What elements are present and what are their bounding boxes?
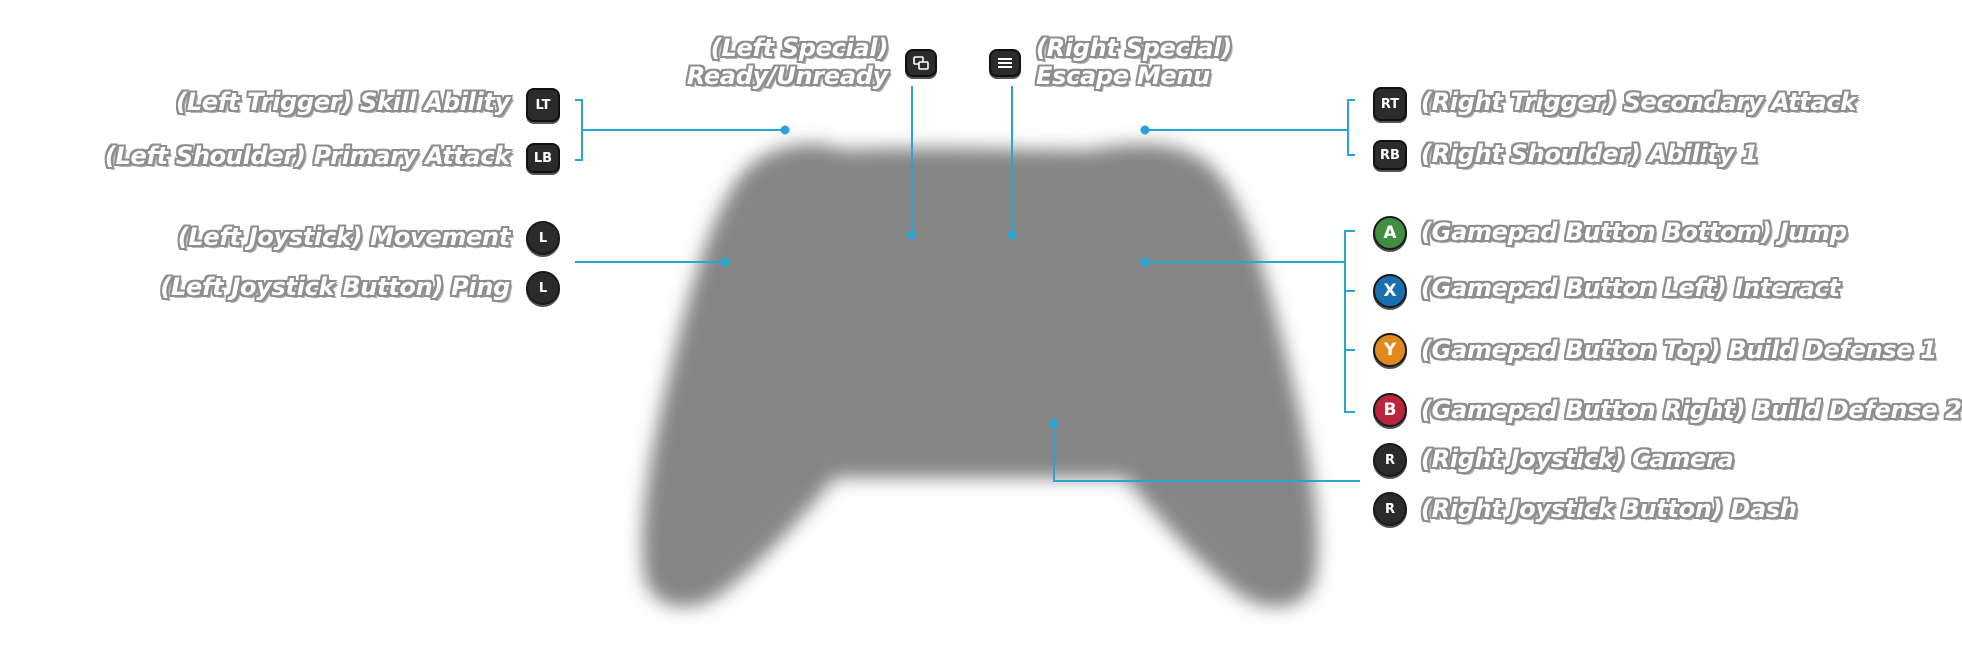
controller-illustration: [575, 86, 1360, 608]
y-button-icon: Y: [1373, 333, 1407, 367]
left-stick-click-icon: L: [526, 271, 560, 305]
menu-icon: [989, 49, 1021, 77]
left-special-label-line2: Ready/Unready: [686, 62, 888, 90]
button-bottom-label: (Gamepad Button Bottom) Jump: [1421, 218, 1847, 246]
button-top-label: (Gamepad Button Top) Build Defense 1: [1421, 336, 1937, 364]
right-joystick-label: (Right Joystick) Camera: [1421, 445, 1734, 473]
controller-silhouette: [642, 144, 1318, 608]
controller-layout-diagram: (Left Trigger) Skill Ability LT (Left Sh…: [104, 34, 1962, 608]
left-shoulder-label: (Left Shoulder) Primary Attack: [104, 142, 510, 170]
right-joystick-button-label: (Right Joystick Button) Dash: [1421, 495, 1797, 523]
lb-button-icon: LB: [526, 143, 560, 173]
rb-button-icon: RB: [1373, 140, 1407, 170]
b-button-icon: B: [1373, 393, 1407, 427]
right-stick-click-icon: R: [1373, 492, 1407, 526]
right-special-label-line2: Escape Menu: [1036, 62, 1210, 90]
left-special-label-line1: (Left Special): [710, 34, 889, 62]
left-trigger-label: (Left Trigger) Skill Ability: [176, 88, 510, 116]
right-stick-icon: R: [1373, 443, 1407, 477]
button-left-label: (Gamepad Button Left) Interact: [1421, 274, 1840, 302]
right-shoulder-label: (Right Shoulder) Ability 1: [1421, 140, 1759, 168]
a-button-icon: A: [1373, 216, 1407, 250]
lt-button-icon: LT: [526, 88, 560, 122]
leader-dots: [720, 125, 1150, 428]
leader-lines: [575, 86, 1360, 482]
button-right-label: (Gamepad Button Right) Build Defense 2: [1421, 396, 1962, 424]
right-special-label-line1: (Right Special): [1036, 34, 1232, 62]
left-stick-icon: L: [526, 221, 560, 255]
left-joystick-label: (Left Joystick) Movement: [177, 223, 511, 251]
rt-button-icon: RT: [1373, 87, 1407, 121]
left-joystick-button-label: (Left Joystick Button) Ping: [160, 273, 510, 301]
x-button-icon: X: [1373, 274, 1407, 308]
right-trigger-label: (Right Trigger) Secondary Attack: [1421, 88, 1856, 116]
view-icon: [905, 49, 937, 77]
